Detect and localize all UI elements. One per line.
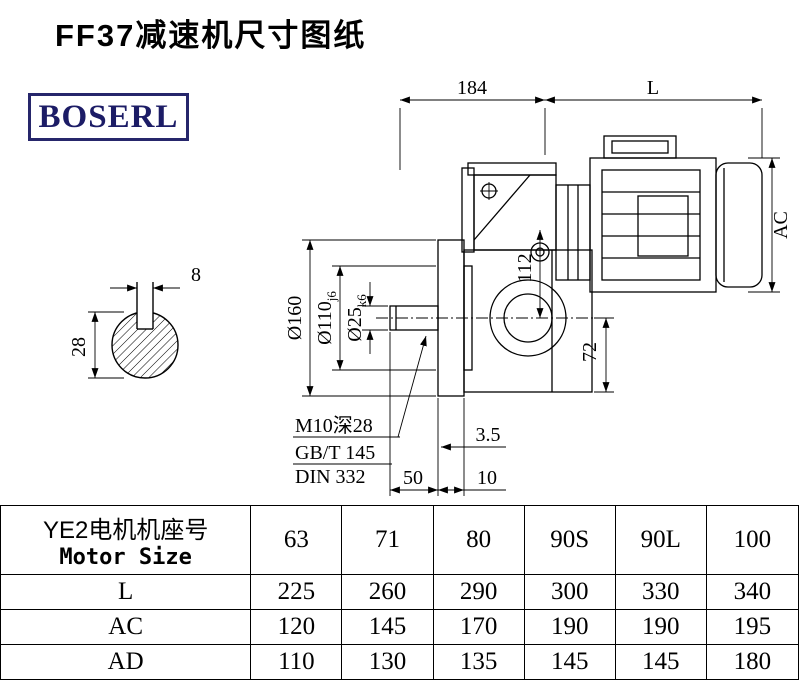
motor-size-column-header: 80 [432,505,525,575]
motor-size-column-header: 71 [341,505,434,575]
dim-L-label: L [647,77,659,99]
motor-size-header-cn: YE2电机机座号 [42,517,209,544]
dimension-labels: 184 L AC 112 72 Ø160 Ø110j6 Ø25k6 8 28 3… [68,77,792,489]
boserl-logo: BOSERL [28,93,189,141]
table-row: AC 120 145 170 190 190 195 [0,609,800,645]
table-cell: 120 [250,609,343,645]
row-label-L: L [0,574,252,610]
dim-50-label: 50 [403,467,423,489]
motor-adapter [555,184,591,281]
dimension-table: YE2电机机座号 Motor Size 63 71 80 90S 90L 100… [0,505,800,680]
dim-3p5-label: 3.5 [476,424,501,446]
technical-drawing: 184 L AC 112 72 Ø160 Ø110j6 Ø25k6 8 28 3… [68,77,792,496]
table-cell: 300 [523,574,616,610]
table-cell: 260 [341,574,434,610]
motor-body [589,157,717,293]
table-cell: 225 [250,574,343,610]
keyway-slot [137,310,153,329]
table-cell: 145 [523,644,616,680]
motor-size-header-cell: YE2电机机座号 Motor Size [0,505,252,575]
motor-size-header-en: Motor Size [59,545,192,570]
table-cell: 170 [432,609,525,645]
table-cell: 330 [614,574,707,610]
table-cell: 145 [614,644,707,680]
table-cell: 190 [523,609,616,645]
dim-184-label: 184 [457,77,487,99]
dim-AC-label: AC [770,211,792,239]
motor-size-column-header: 90S [523,505,616,575]
table-cell: 290 [432,574,525,610]
reducer-side-view [376,135,763,397]
dim-8-label: 8 [191,264,201,286]
motor-size-column-header: 63 [250,505,343,575]
table-cell: 340 [705,574,800,610]
dim-28-label: 28 [68,337,90,357]
dim-72-label: 72 [579,342,601,362]
table-cell: 110 [250,644,343,680]
table-row: AD 110 130 135 145 145 180 [0,644,800,680]
note-thread: M10深28 [295,414,373,437]
row-label-AD: AD [0,644,252,680]
dim-dia25-label: Ø25k6 [344,294,369,342]
page-title: FF37减速机尺寸图纸 [55,18,367,53]
row-label-AC: AC [0,609,252,645]
table-cell: 190 [614,609,707,645]
table-row: L 225 260 290 300 330 340 [0,574,800,610]
note-din332: DIN 332 [295,466,366,488]
table-cell: 145 [341,609,434,645]
terminal-box [603,135,677,159]
table-cell: 195 [705,609,800,645]
table-cell: 180 [705,644,800,680]
table-cell: 130 [341,644,434,680]
fan-cover [715,162,763,288]
dimension-lines [88,96,780,496]
motor-size-column-header: 100 [705,505,800,575]
note-gbt145: GB/T 145 [295,442,375,464]
input-housing [473,174,557,251]
dim-dia110-label: Ø110j6 [314,291,339,345]
dim-10-label: 10 [477,467,497,489]
motor-size-column-header: 90L [614,505,707,575]
table-cell: 135 [432,644,525,680]
shaft-cross-section [111,282,179,379]
dim-112-label: 112 [514,253,536,282]
boserl-logo-text: BOSERL [38,98,179,135]
table-header-row: YE2电机机座号 Motor Size 63 71 80 90S 90L 100 [0,505,800,575]
dim-dia160-label: Ø160 [284,296,306,340]
